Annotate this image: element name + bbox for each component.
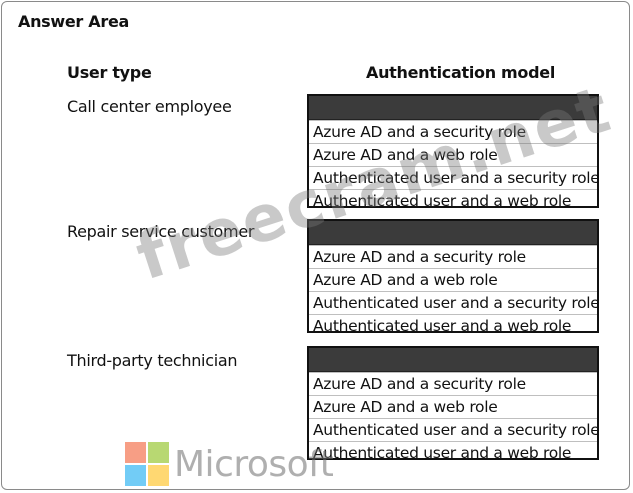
option-authenticated-user-security-role[interactable]: Authenticated user and a security role xyxy=(309,291,600,314)
user-label-call-center-employee: Call center employee xyxy=(67,97,232,116)
answer-area-title: Answer Area xyxy=(18,12,130,31)
microsoft-wordmark: Microsoft xyxy=(174,444,334,485)
authentication-model-header: Authentication model xyxy=(366,63,556,82)
option-azure-ad-security-role[interactable]: Azure AD and a security role xyxy=(309,245,597,268)
user-label-repair-service-customer: Repair service customer xyxy=(67,222,255,241)
option-authenticated-user-web-role[interactable]: Authenticated user and a web role xyxy=(309,314,597,337)
option-azure-ad-security-role[interactable]: Azure AD and a security role xyxy=(309,120,597,143)
option-authenticated-user-security-role[interactable]: Authenticated user and a security role xyxy=(309,418,600,441)
option-azure-ad-web-role[interactable]: Azure AD and a web role xyxy=(309,268,597,291)
dropdown-header[interactable] xyxy=(309,348,597,372)
option-azure-ad-security-role[interactable]: Azure AD and a security role xyxy=(309,372,597,395)
auth-dropdown-third-party-technician[interactable]: Azure AD and a security role Azure AD an… xyxy=(307,346,600,462)
option-azure-ad-web-role[interactable]: Azure AD and a web role xyxy=(309,395,597,418)
option-authenticated-user-web-role[interactable]: Authenticated user and a web role xyxy=(309,441,597,464)
auth-dropdown-repair-service-customer[interactable]: Azure AD and a security role Azure AD an… xyxy=(307,219,600,335)
dropdown-header[interactable] xyxy=(309,96,597,120)
auth-dropdown-call-center-employee[interactable]: Azure AD and a security role Azure AD an… xyxy=(307,94,600,210)
user-type-header: User type xyxy=(67,63,152,82)
dropdown-header[interactable] xyxy=(309,221,597,245)
option-authenticated-user-web-role[interactable]: Authenticated user and a web role xyxy=(309,189,597,212)
user-label-third-party-technician: Third-party technician xyxy=(67,351,238,370)
microsoft-logo-icon xyxy=(125,442,169,486)
option-azure-ad-web-role[interactable]: Azure AD and a web role xyxy=(309,143,597,166)
option-authenticated-user-security-role[interactable]: Authenticated user and a security role xyxy=(309,166,600,189)
